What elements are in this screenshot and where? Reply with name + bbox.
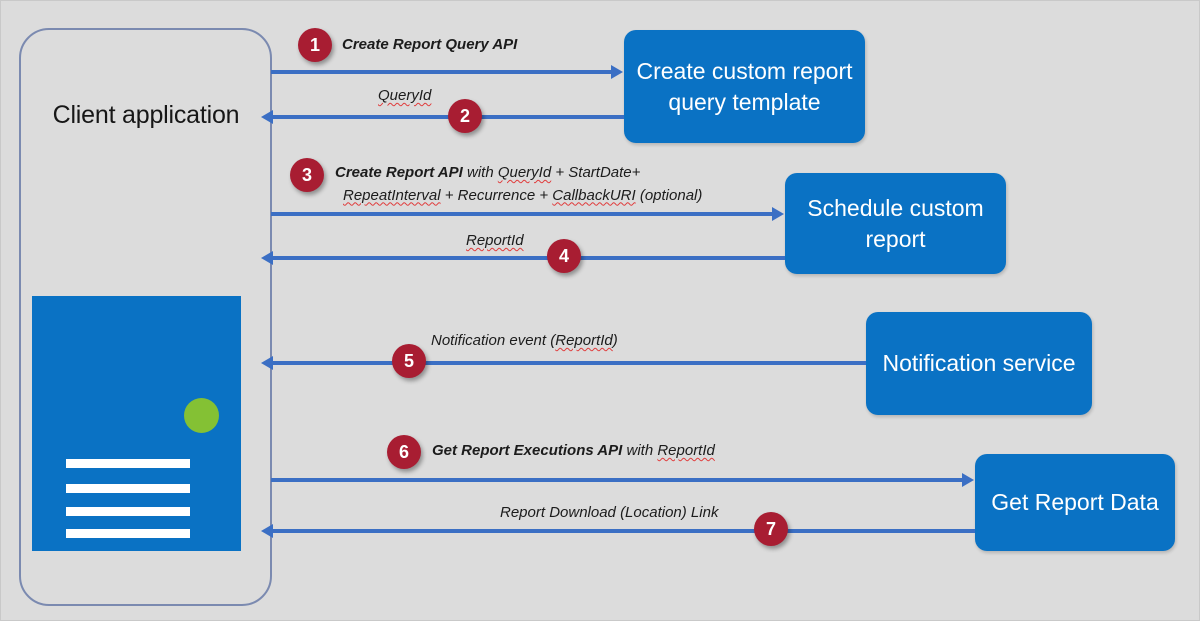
step-badge-6[interactable]: 6: [387, 435, 421, 469]
service-box-notification-service[interactable]: Notification service: [866, 312, 1092, 415]
caption-step-2: QueryId: [378, 87, 431, 104]
caption-step-3-bold: Create Report API: [335, 164, 463, 181]
step-badge-4-number: 4: [558, 245, 569, 266]
step-badge-5-number: 5: [403, 350, 414, 371]
caption-step-7-text: Report Download (Location) Link: [500, 504, 719, 521]
step-badge-1-number: 1: [309, 34, 320, 55]
caption-step-7: Report Download (Location) Link: [500, 504, 718, 521]
caption-step-5: Notification event (ReportId): [431, 332, 618, 349]
caption-step-6-bold: Get Report Executions API: [432, 442, 623, 459]
step-badge-7[interactable]: 7: [754, 512, 788, 546]
caption-step-3-mid: + Recurrence +: [440, 186, 553, 204]
caption-step-2-text: QueryId: [378, 87, 432, 104]
caption-step-3: Create Report API with QueryId + StartDa…: [335, 164, 703, 204]
arrow-step-4: [261, 251, 785, 265]
report-document-icon: [32, 296, 241, 551]
caption-step-5-suffix: ): [612, 332, 618, 349]
document-line: [66, 484, 190, 493]
caption-step-4-text: ReportId: [466, 232, 524, 249]
service-box-label: Create custom report query template: [636, 58, 853, 115]
step-badge-4[interactable]: 4: [547, 239, 581, 273]
service-box-schedule-report[interactable]: Schedule custom report: [785, 173, 1006, 274]
caption-step-6-rest: with: [622, 442, 658, 459]
caption-step-3-repeatinterval: RepeatInterval: [343, 186, 441, 204]
step-badge-3-number: 3: [301, 164, 312, 185]
step-badge-3[interactable]: 3: [290, 158, 324, 192]
caption-step-1: Create Report Query API: [342, 36, 517, 53]
service-box-label: Get Report Data: [991, 489, 1159, 516]
caption-step-5-prefix: Notification event (: [431, 332, 556, 349]
service-box-label: Schedule custom report: [807, 195, 984, 252]
arrow-step-1: [271, 65, 623, 79]
caption-step-6: Get Report Executions API with ReportId: [432, 442, 715, 459]
arrow-step-6: [271, 473, 974, 487]
step-badge-2-number: 2: [459, 105, 470, 126]
service-box-get-report-data[interactable]: Get Report Data: [975, 454, 1175, 551]
document-line: [66, 507, 190, 516]
arrow-step-7: [261, 524, 975, 538]
service-box-create-query-template[interactable]: Create custom report query template: [624, 30, 865, 143]
arrow-step-3: [271, 207, 784, 221]
caption-step-1-text: Create Report Query API: [342, 36, 518, 53]
step-badge-2[interactable]: 2: [448, 99, 482, 133]
step-badge-6-number: 6: [398, 441, 409, 462]
client-application-label: Client application: [52, 101, 240, 129]
arrow-step-5: [261, 356, 866, 370]
document-line: [66, 529, 190, 538]
status-dot-icon: [184, 398, 219, 433]
document-line: [66, 459, 190, 468]
caption-step-3-queryid: QueryId: [497, 164, 552, 181]
service-box-label: Notification service: [882, 350, 1076, 377]
caption-step-3-callbackuri: CallbackURI: [552, 186, 636, 204]
step-badge-1[interactable]: 1: [298, 28, 332, 62]
step-badge-5[interactable]: 5: [392, 344, 426, 378]
client-application-panel: [19, 28, 272, 606]
caption-step-4: ReportId: [466, 232, 524, 249]
caption-step-6-reportid: ReportId: [657, 442, 715, 459]
caption-step-5-reportid: ReportId: [555, 332, 613, 349]
step-badge-7-number: 7: [765, 518, 776, 539]
caption-step-3-optional: (optional): [635, 186, 703, 204]
